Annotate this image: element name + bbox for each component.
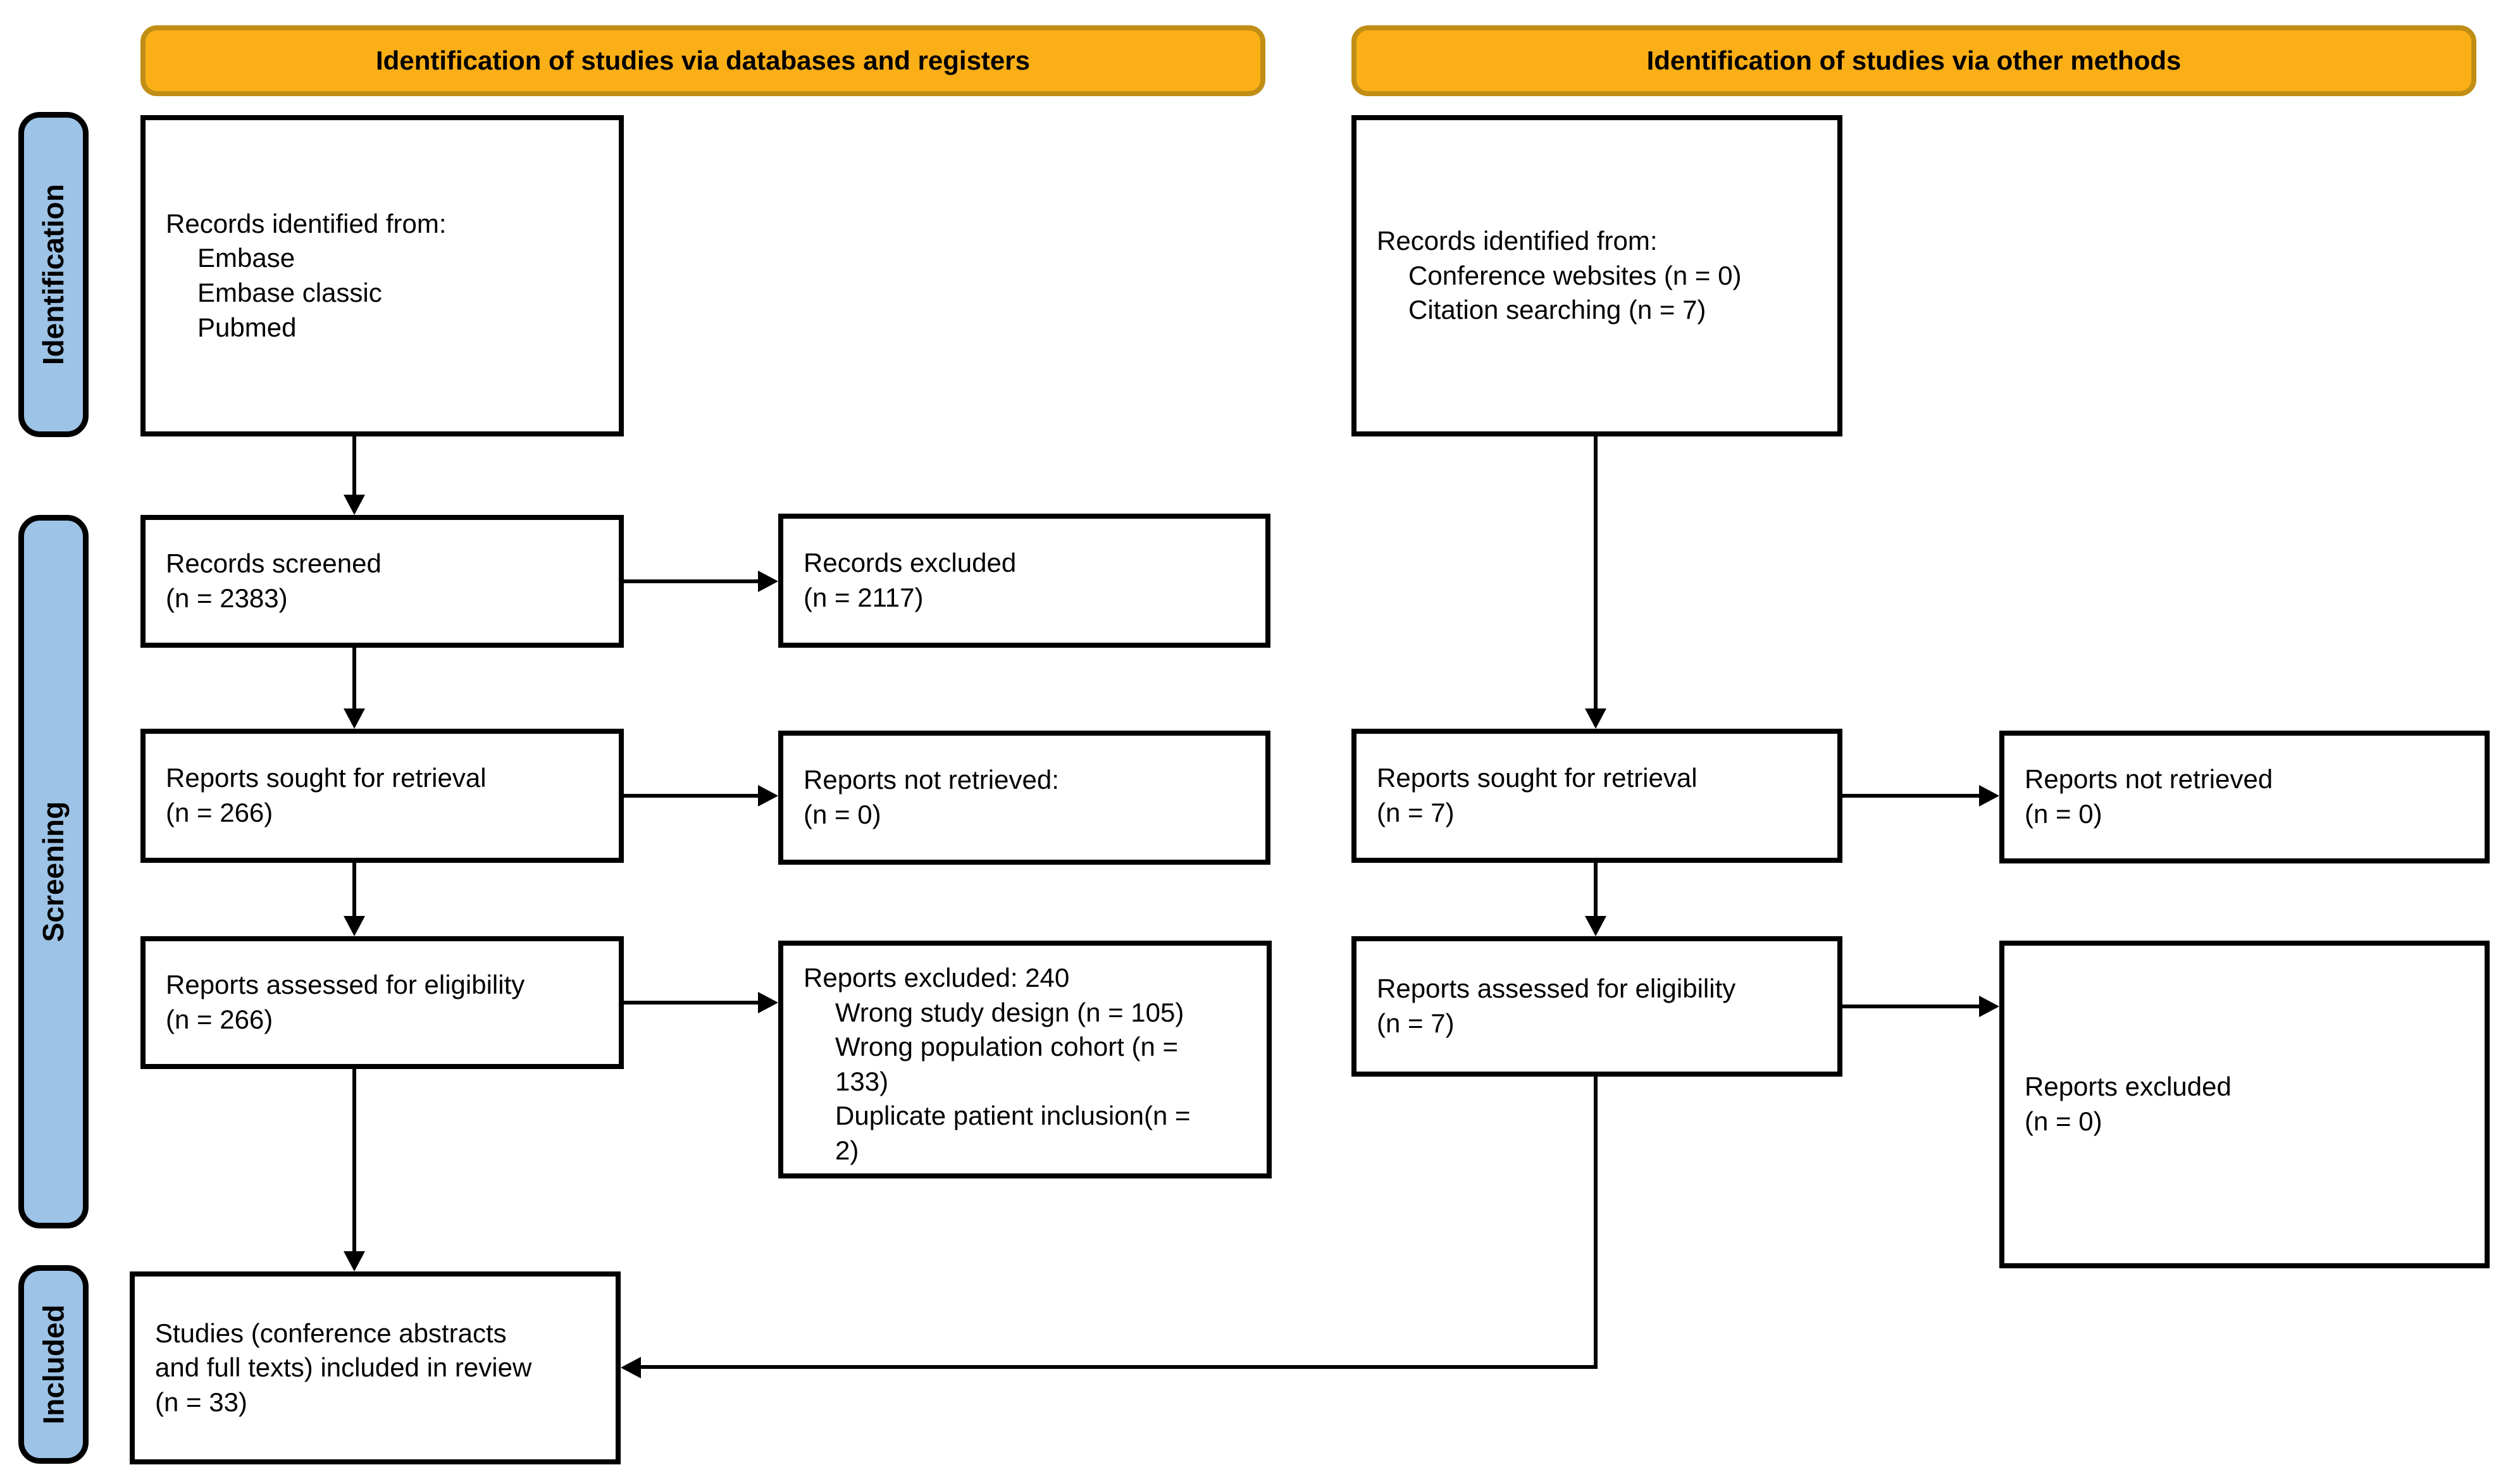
studies-included-line: Studies (conference abstracts [155,1318,507,1348]
arrow-other-identified-to-sought-head [1585,708,1606,729]
reports-excluded-other-label: Reports excluded [2025,1072,2232,1102]
arrow-other-assessed-to-included-vertical [1594,1077,1598,1369]
source-item: Embase classic [197,278,382,307]
reports-assessed-other-count: (n = 7) [1377,1008,1455,1038]
box-reports-sought-other: Reports sought for retrieval (n = 7) [1351,729,1842,863]
reports-assessed-label: Reports assessed for eligibility [166,970,525,1000]
exclusion-reason: Duplicate patient inclusion(n = 2) [835,1101,1191,1165]
box-records-screened: Records screened (n = 2383) [140,515,624,648]
arrow-other-assessed-to-excluded-line [1842,1005,1980,1008]
arrow-other-sought-to-assessed-line [1594,863,1598,918]
source-item: Embase [197,243,295,273]
box-records-excluded: Records excluded (n = 2117) [778,514,1270,648]
banner-databases-registers-label: Identification of studies via databases … [376,46,1030,75]
studies-included-line: and full texts) included in review [155,1352,532,1383]
records-identified-other-heading: Records identified from: [1377,226,1658,256]
box-reports-not-retrieved-databases: Reports not retrieved: (n = 0) [778,731,1270,865]
studies-included-count: (n = 33) [155,1387,247,1417]
exclusion-reason: Wrong population cohort (n = 133) [835,1032,1179,1096]
arrow-sought-to-not-retrieved-line [624,794,759,798]
records-screened-count: (n = 2383) [166,583,288,613]
arrow-assessed-to-excluded-reasons-head [758,992,778,1013]
reports-sought-other-label: Reports sought for retrieval [1377,763,1698,793]
reports-not-retrieved-other-count: (n = 0) [2025,799,2102,829]
arrow-sought-to-assessed-head [344,916,365,936]
arrow-assessed-to-included-head [344,1251,365,1271]
reports-not-retrieved-label: Reports not retrieved: [804,765,1059,795]
box-reports-assessed-databases: Reports assessed for eligibility (n = 26… [140,936,624,1069]
arrow-other-sought-to-assessed-head [1585,916,1606,936]
arrow-assessed-to-included-line [352,1069,356,1252]
arrow-other-assessed-to-included-horizontal [639,1365,1598,1369]
reports-excluded-other-count: (n = 0) [2025,1106,2102,1136]
arrow-other-sought-to-not-retrieved-line [1842,794,1980,798]
banner-databases-registers: Identification of studies via databases … [140,25,1265,96]
arrow-other-assessed-to-included-head [621,1357,641,1378]
stage-label-screening: Screening [37,801,70,943]
box-reports-assessed-other: Reports assessed for eligibility (n = 7) [1351,936,1842,1077]
reports-sought-other-count: (n = 7) [1377,798,1455,827]
records-excluded-label: Records excluded [804,548,1017,578]
records-identified-heading: Records identified from: [166,208,447,238]
box-reports-not-retrieved-other: Reports not retrieved (n = 0) [1999,731,2490,863]
arrow-screened-to-excluded-line [624,579,759,583]
arrow-screened-to-sought-head [344,708,365,729]
exclusion-reason: Wrong study design (n = 105) [835,997,1184,1027]
reports-assessed-count: (n = 266) [166,1005,273,1034]
records-screened-label: Records screened [166,548,382,579]
box-records-identified-other: Records identified from: Conference webs… [1351,115,1842,436]
arrow-sought-to-not-retrieved-head [758,785,778,807]
arrow-identified-to-screened-line [352,436,356,496]
arrow-sought-to-assessed-line [352,863,356,918]
banner-other-methods: Identification of studies via other meth… [1351,25,2476,96]
reports-not-retrieved-count: (n = 0) [804,800,881,829]
arrow-screened-to-sought-line [352,648,356,710]
box-records-identified-databases: Records identified from: Embase Embase c… [140,115,624,436]
box-reports-excluded-reasons: Reports excluded: 240 Wrong study design… [778,941,1272,1178]
arrow-identified-to-screened-head [344,495,365,515]
arrow-other-identified-to-sought-line [1594,436,1598,710]
box-reports-sought-databases: Reports sought for retrieval (n = 266) [140,729,624,863]
stage-bar-included: Included [18,1265,89,1464]
stage-label-included: Included [37,1304,70,1425]
stage-bar-screening: Screening [18,515,89,1228]
records-excluded-count: (n = 2117) [804,583,924,612]
reports-sought-count: (n = 266) [166,798,273,827]
box-studies-included: Studies (conference abstracts and full t… [130,1271,621,1464]
reports-sought-label: Reports sought for retrieval [166,763,487,793]
reports-assessed-other-label: Reports assessed for eligibility [1377,974,1736,1004]
arrow-screened-to-excluded-head [758,571,778,592]
banner-other-methods-label: Identification of studies via other meth… [1646,46,2182,75]
arrow-other-assessed-to-excluded-head [1979,996,1999,1017]
reports-not-retrieved-other-label: Reports not retrieved [2025,764,2273,795]
stage-label-identification: Identification [37,183,70,366]
source-item: Conference websites (n = 0) [1408,260,1742,290]
source-item: Citation searching (n = 7) [1408,295,1706,325]
stage-bar-identification: Identification [18,112,89,437]
reports-excluded-heading: Reports excluded: 240 [804,963,1070,992]
arrow-assessed-to-excluded-reasons-line [624,1001,759,1005]
box-reports-excluded-other: Reports excluded (n = 0) [1999,941,2490,1268]
arrow-other-sought-to-not-retrieved-head [1979,785,1999,807]
source-item: Pubmed [197,312,297,342]
